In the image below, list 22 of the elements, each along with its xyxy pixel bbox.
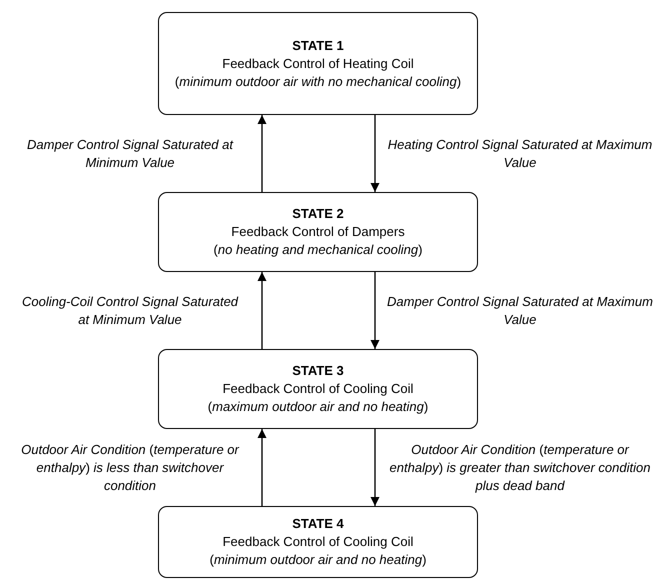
state-description: (minimum outdoor air and no heating): [210, 551, 426, 569]
state-description: (minimum outdoor air with no mechanical cooling): [174, 72, 462, 90]
state-box: [158, 506, 478, 578]
state-title: STATE 4: [292, 515, 344, 533]
state-description: Feedback Control of Cooling Coil: [222, 380, 414, 398]
state-description: Feedback Control of Heating Coil: [222, 54, 414, 72]
arrow: [370, 115, 380, 192]
state-box: [158, 192, 478, 272]
state-description: Feedback Control of Cooling Coil: [222, 533, 414, 551]
state-title: STATE 3: [292, 362, 344, 380]
state-description: Feedback Control of Dampers: [231, 223, 405, 241]
arrow: [370, 272, 380, 349]
state-description: (no heating and mechanical cooling): [214, 241, 422, 259]
arrow: [370, 429, 380, 506]
arrow: [258, 429, 266, 506]
arrow: [258, 272, 266, 349]
state-box: [158, 349, 478, 429]
state-title: STATE 2: [292, 205, 344, 223]
arrow: [258, 115, 266, 192]
state-description: (maximum outdoor air and no heating): [208, 398, 428, 416]
state-title: STATE 1: [292, 36, 344, 54]
state-box: [158, 12, 478, 115]
